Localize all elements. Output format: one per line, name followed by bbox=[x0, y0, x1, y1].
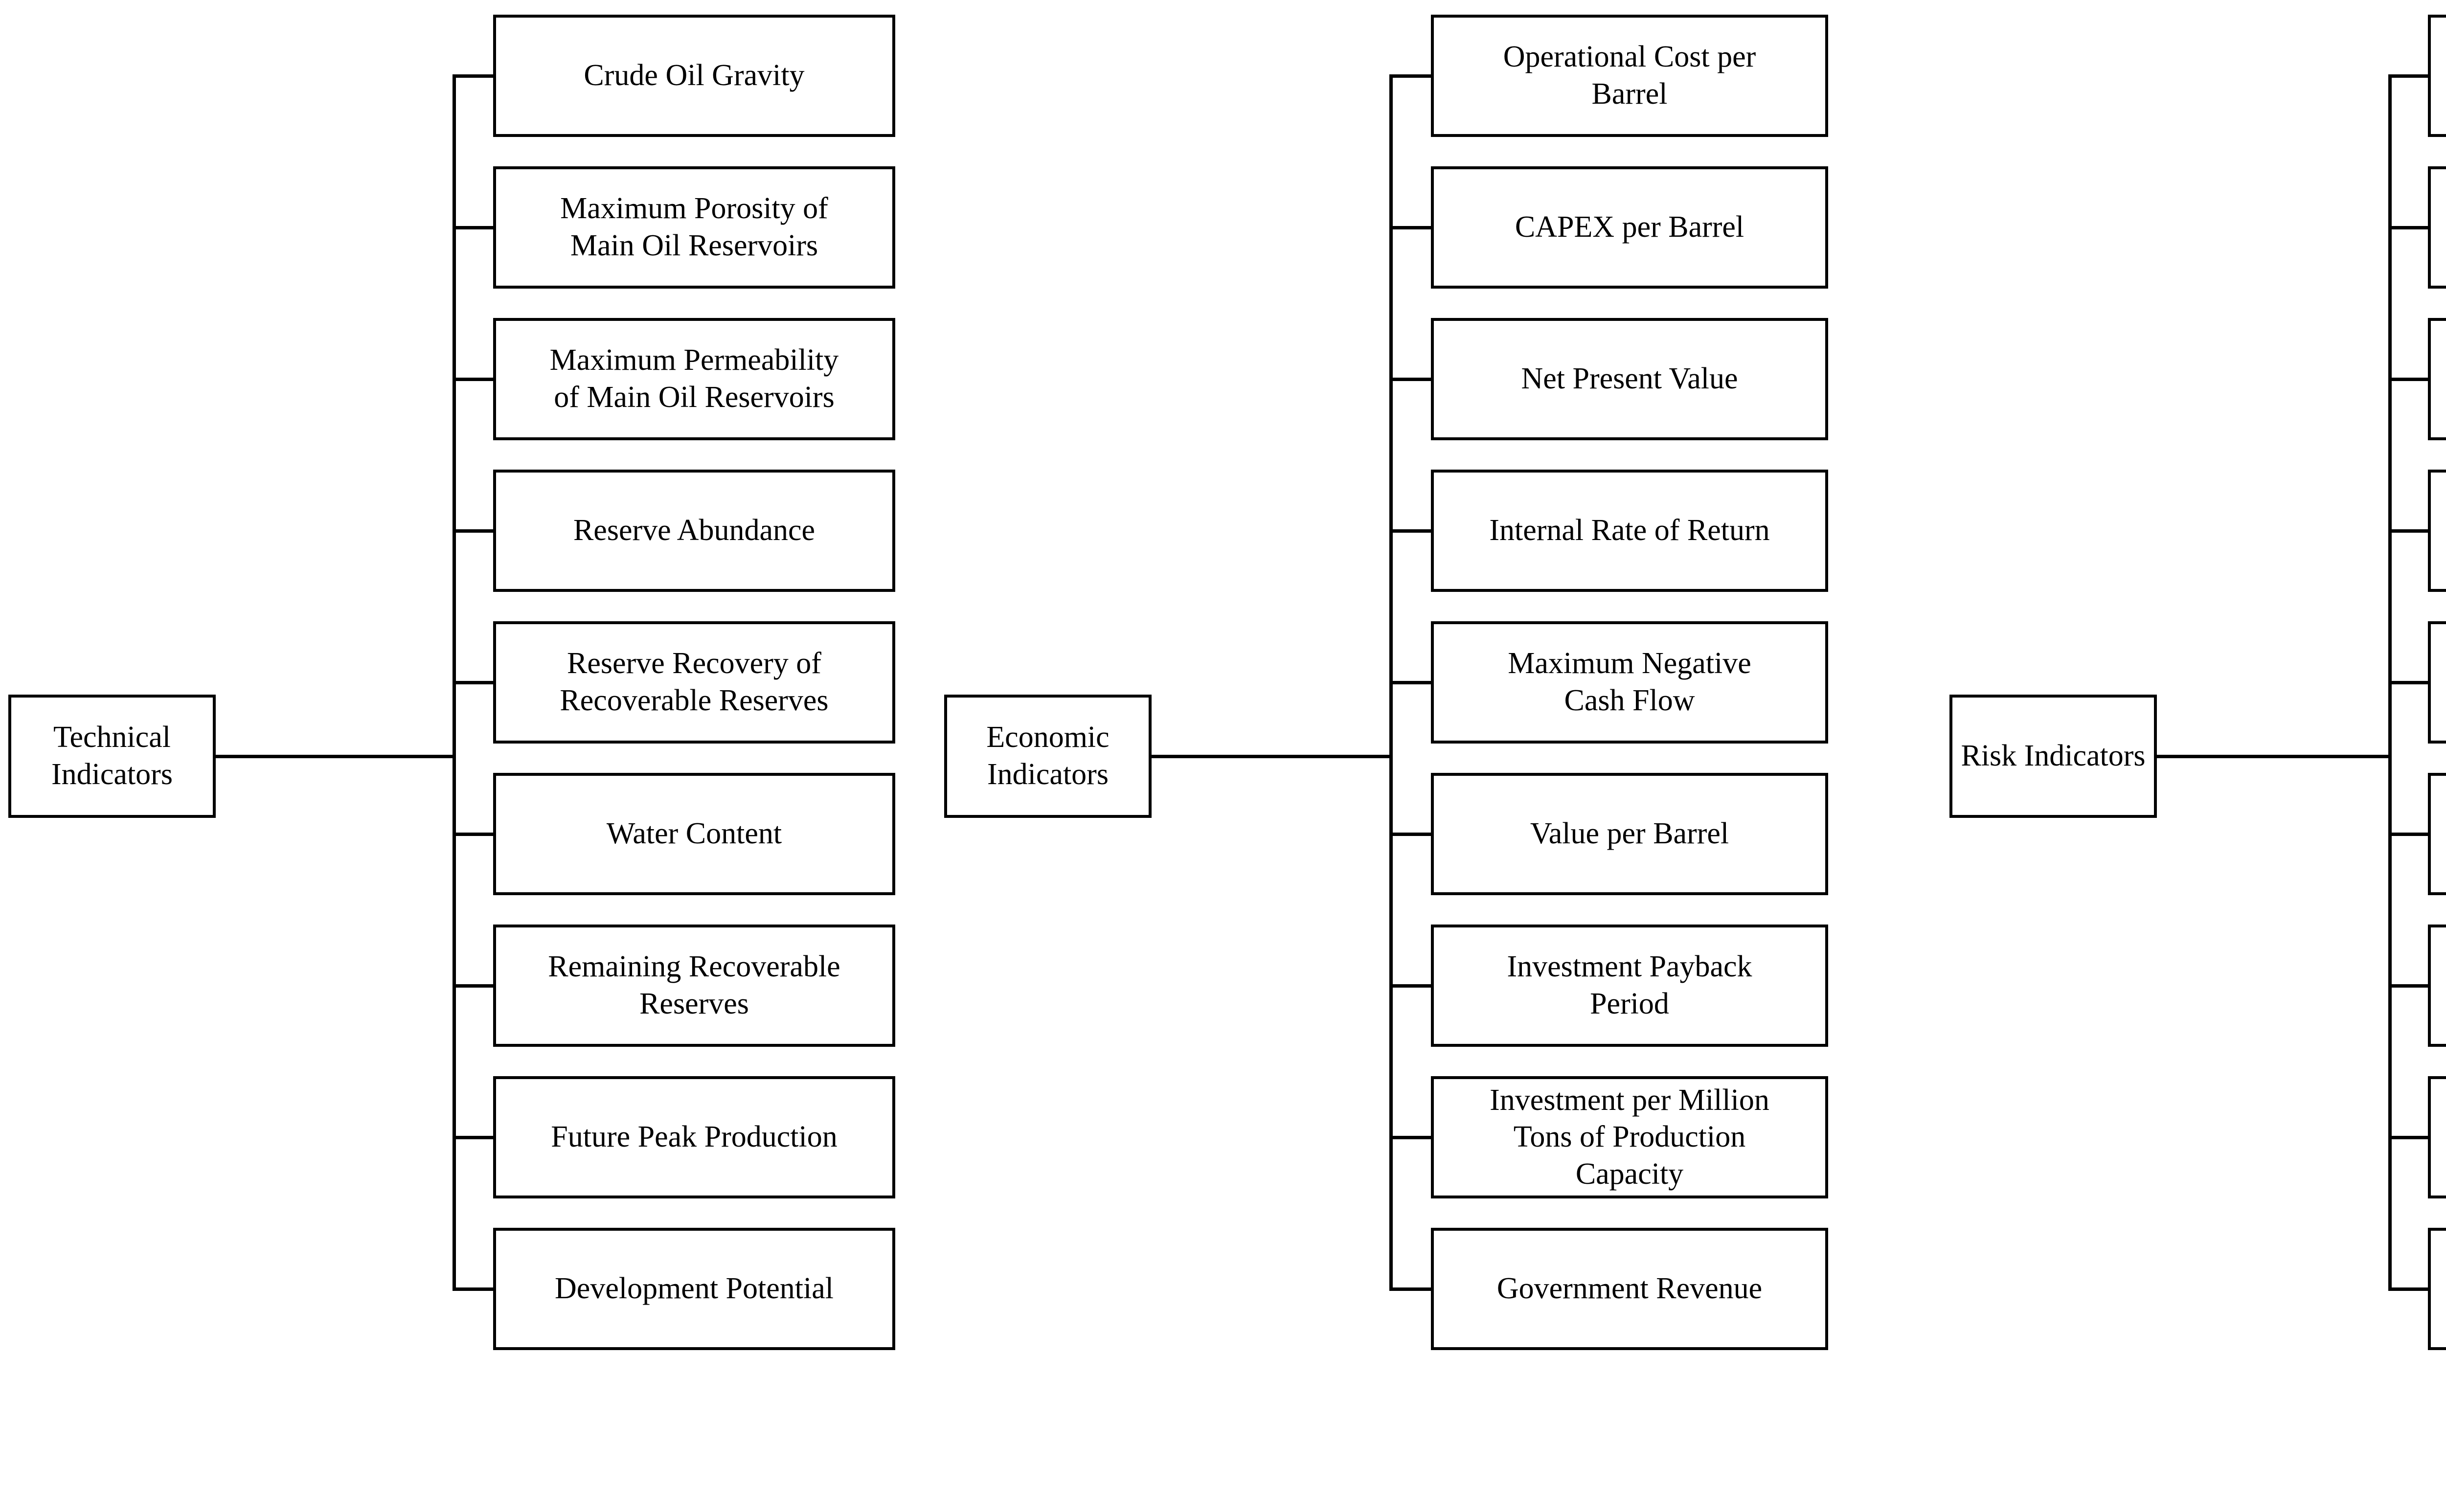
connector-branch-technical-7 bbox=[453, 1136, 493, 1139]
child-node-risk-5[interactable]: Industry Acceptance Level bbox=[2428, 773, 2446, 895]
connector-branch-economic-3 bbox=[1389, 529, 1431, 533]
connector-branch-economic-7 bbox=[1389, 1136, 1431, 1139]
connector-branch-risk-0 bbox=[2388, 74, 2428, 78]
child-node-technical-4[interactable]: Reserve Recovery of Recoverable Reserves bbox=[493, 621, 895, 744]
connector-branch-economic-6 bbox=[1389, 984, 1431, 988]
connector-branch-technical-5 bbox=[453, 833, 493, 836]
connector-branch-technical-4 bbox=[453, 681, 493, 684]
child-node-risk-2[interactable]: Competitive Advantages and Disadvantages bbox=[2428, 318, 2446, 440]
parent-node-economic[interactable]: Economic Indicators bbox=[944, 695, 1152, 818]
parent-node-technical[interactable]: Technical Indicators bbox=[8, 695, 216, 818]
connector-branch-economic-2 bbox=[1389, 378, 1431, 381]
child-node-economic-7[interactable]: Investment per Million Tons of Productio… bbox=[1431, 1076, 1828, 1198]
child-node-technical-7[interactable]: Future Peak Production bbox=[493, 1076, 895, 1198]
connector-stem-technical bbox=[216, 755, 456, 758]
connector-branch-technical-0 bbox=[453, 74, 493, 78]
parent-node-risk[interactable]: Risk Indicators bbox=[1949, 695, 2157, 818]
connector-branch-risk-2 bbox=[2388, 378, 2428, 381]
connector-branch-technical-8 bbox=[453, 1287, 493, 1291]
connector-branch-risk-4 bbox=[2388, 681, 2428, 684]
connector-branch-economic-0 bbox=[1389, 74, 1431, 78]
connector-branch-risk-6 bbox=[2388, 984, 2428, 988]
connector-branch-economic-4 bbox=[1389, 681, 1431, 684]
child-node-risk-4[interactable]: Company Participation Level bbox=[2428, 621, 2446, 744]
child-node-economic-3[interactable]: Internal Rate of Return bbox=[1431, 470, 1828, 592]
child-node-risk-7[interactable]: Synergistic Effects bbox=[2428, 1076, 2446, 1198]
connector-branch-technical-2 bbox=[453, 378, 493, 381]
child-node-economic-5[interactable]: Value per Barrel bbox=[1431, 773, 1828, 895]
connector-stem-economic bbox=[1152, 755, 1393, 758]
connector-branch-economic-5 bbox=[1389, 833, 1431, 836]
child-node-economic-4[interactable]: Maximum Negative Cash Flow bbox=[1431, 621, 1828, 744]
child-node-economic-6[interactable]: Investment Payback Period bbox=[1431, 925, 1828, 1047]
child-node-technical-6[interactable]: Remaining Recoverable Reserves bbox=[493, 925, 895, 1047]
child-node-economic-2[interactable]: Net Present Value bbox=[1431, 318, 1828, 440]
child-node-technical-5[interactable]: Water Content bbox=[493, 773, 895, 895]
connector-branch-technical-6 bbox=[453, 984, 493, 988]
connector-branch-economic-1 bbox=[1389, 226, 1431, 229]
child-node-technical-0[interactable]: Crude Oil Gravity bbox=[493, 15, 895, 137]
connector-branch-risk-5 bbox=[2388, 833, 2428, 836]
connector-branch-technical-1 bbox=[453, 226, 493, 229]
connector-branch-economic-8 bbox=[1389, 1287, 1431, 1291]
child-node-risk-1[interactable]: Political and Tax Risks bbox=[2428, 166, 2446, 289]
child-node-economic-0[interactable]: Operational Cost per Barrel bbox=[1431, 15, 1828, 137]
child-node-risk-3[interactable]: Transaction Feasibility bbox=[2428, 470, 2446, 592]
child-node-economic-1[interactable]: CAPEX per Barrel bbox=[1431, 166, 1828, 289]
connector-branch-risk-3 bbox=[2388, 529, 2428, 533]
connector-branch-risk-1 bbox=[2388, 226, 2428, 229]
connector-branch-risk-8 bbox=[2388, 1287, 2428, 1291]
child-node-risk-8[interactable]: Natural Operational Environment bbox=[2428, 1228, 2446, 1350]
child-node-risk-0[interactable]: Commercial Operating Environment bbox=[2428, 15, 2446, 137]
child-node-economic-8[interactable]: Government Revenue bbox=[1431, 1228, 1828, 1350]
connector-stem-risk bbox=[2157, 755, 2392, 758]
child-node-technical-8[interactable]: Development Potential bbox=[493, 1228, 895, 1350]
child-node-technical-1[interactable]: Maximum Porosity of Main Oil Reservoirs bbox=[493, 166, 895, 289]
child-node-technical-3[interactable]: Reserve Abundance bbox=[493, 470, 895, 592]
connector-branch-technical-3 bbox=[453, 529, 493, 533]
child-node-risk-6[interactable]: Government Attitude Towards Transactions bbox=[2428, 925, 2446, 1047]
child-node-technical-2[interactable]: Maximum Permeability of Main Oil Reservo… bbox=[493, 318, 895, 440]
connector-branch-risk-7 bbox=[2388, 1136, 2428, 1139]
